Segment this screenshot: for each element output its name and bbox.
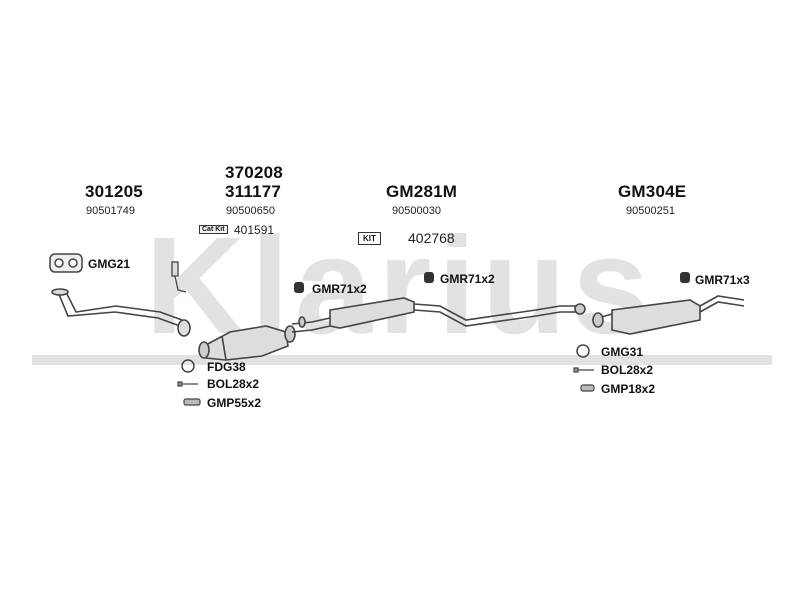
label-gmp55: GMP55x2: [207, 396, 262, 410]
label-gmp18: GMP18x2: [601, 382, 656, 396]
watermark-underline: [32, 355, 772, 365]
front-pipe-drawing: [51, 288, 191, 337]
bol28-bolt-drawing-right: [573, 367, 594, 373]
gmg31-ring-drawing: [576, 344, 590, 358]
gasket-gmg21-drawing: [49, 253, 83, 273]
label-fdg38: FDG38: [207, 360, 246, 374]
cat-kit-number: 401591: [234, 223, 275, 237]
section-code-cat-top: 370208: [225, 163, 283, 182]
label-bol28-left: BOL28x2: [207, 377, 260, 391]
rear-silencer-drawing: [592, 295, 745, 335]
kit-number: 402768: [408, 230, 455, 246]
label-gmr71-centre: GMR71x2: [440, 272, 495, 286]
label-bol28-right: BOL28x2: [601, 363, 654, 377]
section-oem-front-pipe: 90501749: [86, 205, 135, 217]
section-code-cat: 311177: [225, 182, 282, 201]
catalytic-converter-drawing: [198, 325, 296, 361]
fdg38-ring-drawing: [181, 359, 195, 373]
lambda-sensor-drawing: [171, 261, 187, 293]
section-code-middle: GM281M: [386, 182, 458, 201]
section-oem-rear: 90500251: [626, 205, 675, 217]
section-code-front-pipe: 301205: [85, 182, 143, 201]
bol28-bolt-drawing-left: [177, 381, 198, 387]
middle-silencer-drawing: [291, 297, 586, 333]
label-gmr71-middle: GMR71x2: [312, 282, 367, 296]
gmp18-clamp-drawing: [580, 384, 595, 392]
kit-badge: KIT: [358, 232, 381, 245]
section-oem-cat: 90500650: [226, 205, 275, 217]
section-code-rear: GM304E: [618, 182, 687, 201]
label-gmg21: GMG21: [88, 257, 131, 271]
cat-kit-badge: Cat Kit: [199, 225, 228, 234]
gmp55-clamp-drawing: [183, 398, 201, 406]
label-gmr71-rear: GMR71x3: [695, 273, 750, 287]
label-gmg31: GMG31: [601, 345, 644, 359]
section-oem-middle: 90500030: [392, 205, 441, 217]
rubber-hanger-icon: [294, 272, 690, 293]
